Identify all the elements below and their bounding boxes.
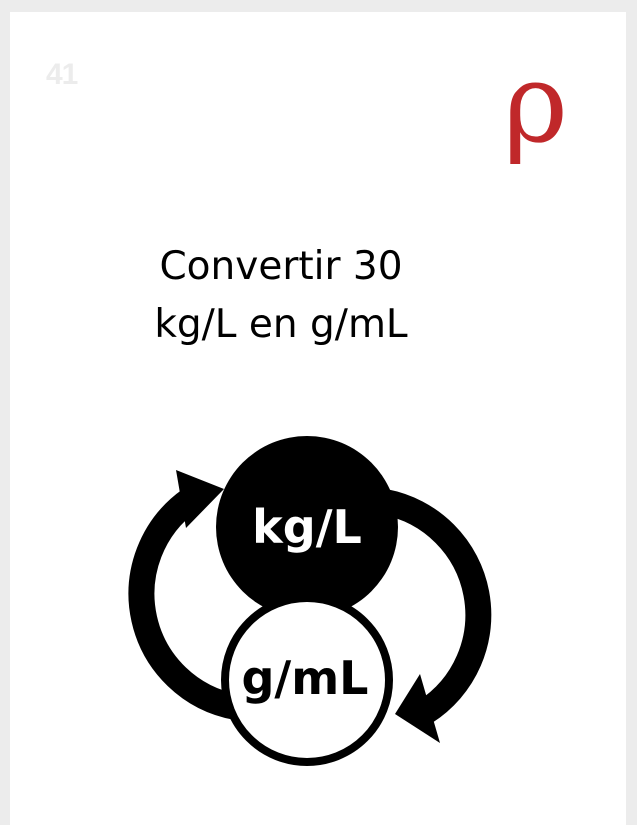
density-symbol: ρ <box>503 39 568 167</box>
bottom-unit-label: g/mL <box>242 651 369 705</box>
question-text: Convertir 30 kg/L en g/mL <box>10 238 552 354</box>
question-line-1: Convertir 30 <box>159 244 403 289</box>
right-cycle-arrow <box>382 489 492 723</box>
question-line-2: kg/L en g/mL <box>154 302 408 347</box>
left-cycle-arrow <box>128 489 239 720</box>
right-arrowhead-icon <box>395 674 440 743</box>
bottom-unit-circle <box>221 594 393 766</box>
card-number: 41 <box>46 58 78 91</box>
left-arrowhead-icon <box>176 470 224 528</box>
top-unit-label: kg/L <box>252 500 362 554</box>
top-unit-circle <box>216 436 398 618</box>
